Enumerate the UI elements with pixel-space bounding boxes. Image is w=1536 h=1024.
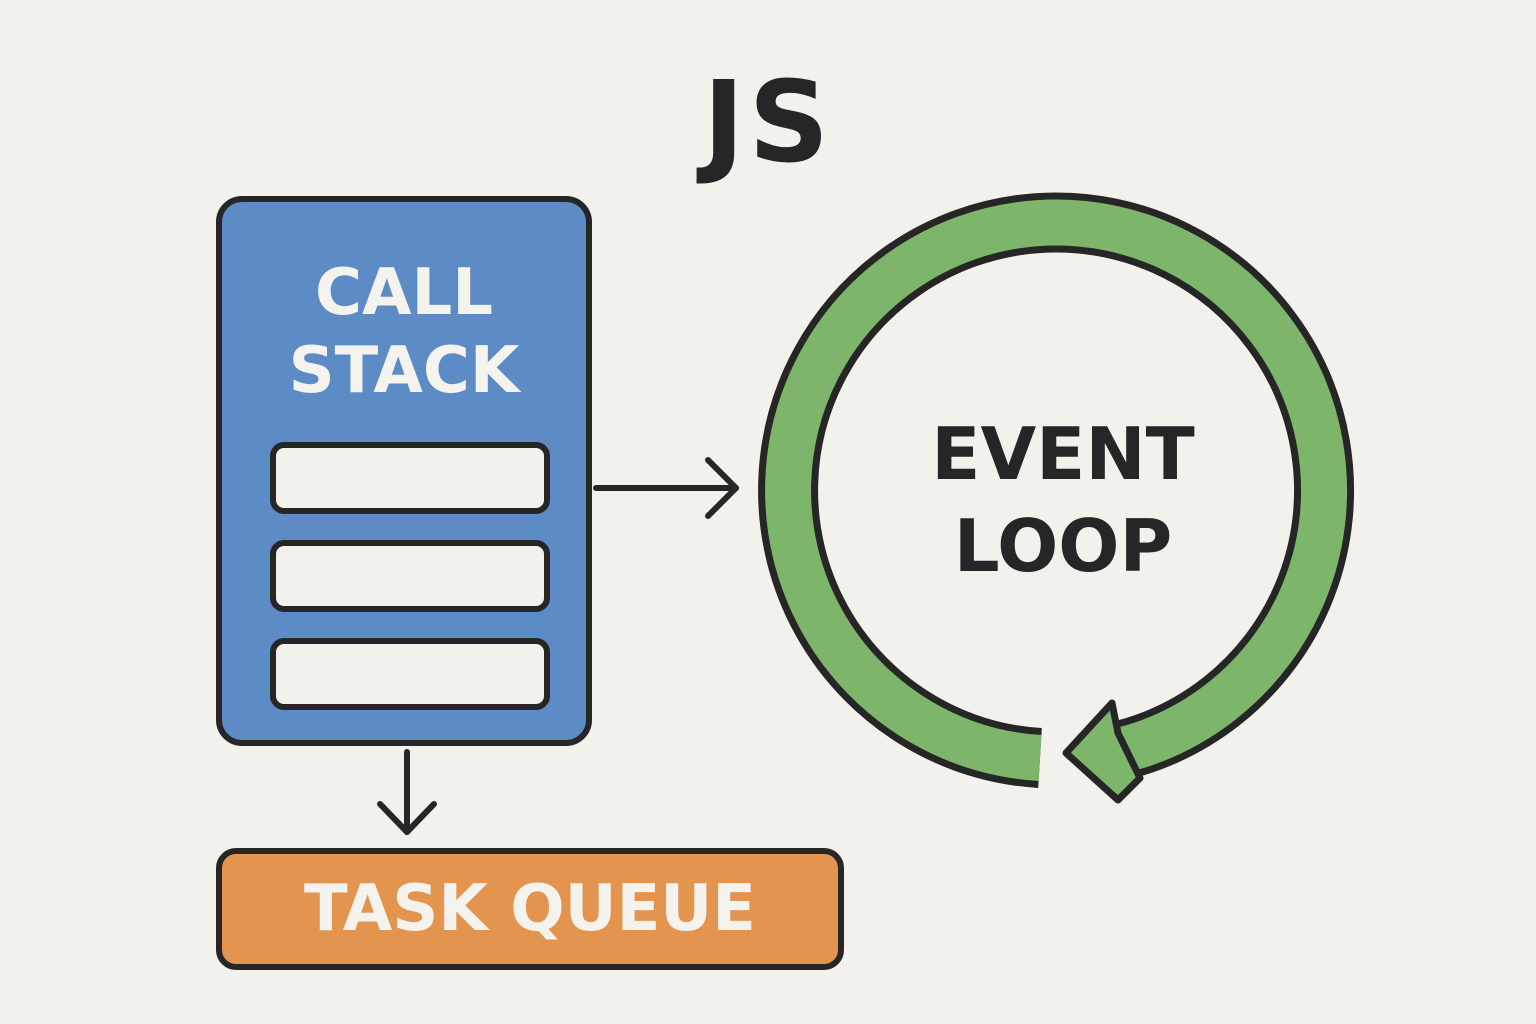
diagram-title: JS	[702, 58, 834, 188]
call-stack-label: CALL STACK	[222, 254, 586, 410]
arrow-down-icon	[377, 749, 437, 835]
event-loop-label-line1: EVENT	[931, 412, 1195, 496]
event-loop-label: EVENT LOOP	[913, 408, 1213, 592]
stack-frame	[270, 442, 550, 514]
arrow-right-icon	[593, 457, 739, 519]
event-loop-label-line2: LOOP	[953, 504, 1173, 588]
call-stack-box: CALL STACK	[216, 196, 592, 746]
call-stack-label-line1: CALL	[314, 256, 494, 330]
stack-frame	[270, 540, 550, 612]
stack-frame	[270, 638, 550, 710]
task-queue-box: TASK QUEUE	[216, 848, 844, 970]
task-queue-label: TASK QUEUE	[304, 872, 756, 946]
event-loop-ring-icon	[758, 192, 1355, 804]
call-stack-label-line2: STACK	[288, 334, 520, 408]
